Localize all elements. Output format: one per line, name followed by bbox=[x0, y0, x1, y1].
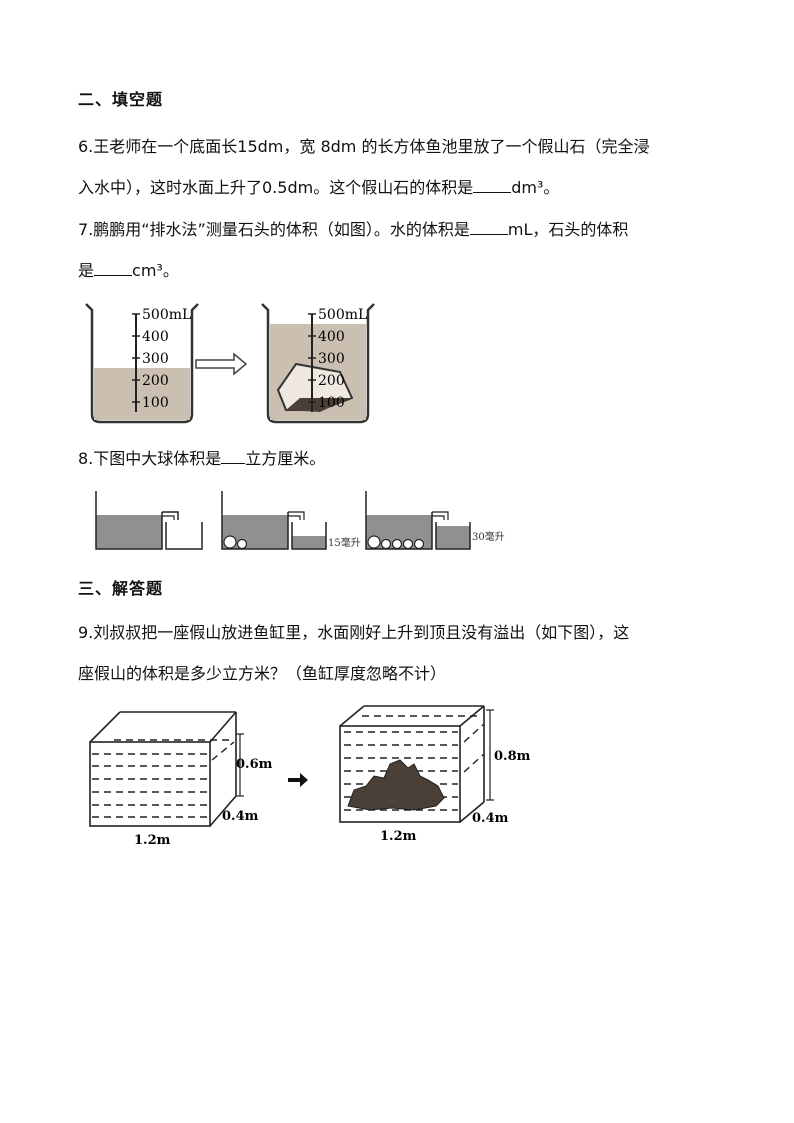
answer-blank-q7-water[interactable] bbox=[469, 220, 508, 235]
tick-label: 400 bbox=[318, 329, 345, 345]
tank1-width-label: 0.4m bbox=[222, 809, 259, 824]
beaker-after: 500mL 400 300 200 100 bbox=[261, 303, 375, 424]
section-two-heading: 二、填空题 bbox=[78, 90, 164, 109]
question-6-line1: 6.王老师在一个底面长15dm，宽 8dm 的长方体鱼池里放了一个假山石（完全浸 bbox=[78, 137, 650, 156]
container-group-3: 30毫升 bbox=[365, 491, 505, 550]
section-three-heading: 三、解答题 bbox=[78, 579, 164, 598]
tick-label: 200 bbox=[318, 373, 345, 389]
tank2-length-label: 1.2m bbox=[380, 829, 417, 844]
container-group-2: 15毫升 bbox=[221, 491, 361, 550]
tank1-length-label: 1.2m bbox=[134, 833, 171, 848]
question-6: 6.王老师在一个底面长15dm，宽 8dm 的长方体鱼池里放了一个假山石（完全浸… bbox=[78, 126, 723, 208]
overflow-containers-figure: 15毫升 30毫升 bbox=[95, 491, 505, 550]
stone-shadow bbox=[286, 398, 350, 412]
answer-blank-q7-stone[interactable] bbox=[94, 261, 133, 276]
tank-after: 0.8m 0.4m 1.2m bbox=[339, 705, 531, 844]
tank-before: 0.6m 0.4m 1.2m bbox=[89, 711, 273, 848]
small-ball bbox=[413, 538, 425, 550]
tank2-height-label: 0.8m bbox=[494, 749, 531, 764]
tick-label: 100 bbox=[142, 395, 169, 411]
water-before bbox=[94, 368, 190, 420]
question-8: 8.下图中大球体积是立方厘米。 bbox=[78, 449, 326, 468]
fish-tank-figure: 0.6m 0.4m 1.2m bbox=[89, 705, 531, 848]
question-9-line2: 座假山的体积是多少立方米？（鱼缸厚度忽略不计） bbox=[78, 664, 447, 683]
arrow-icon bbox=[288, 773, 308, 787]
question-9-line1: 9.刘叔叔把一座假山放进鱼缸里，水面刚好上升到顶且没有溢出（如下图），这 bbox=[78, 623, 630, 642]
small-ball bbox=[380, 538, 392, 550]
question-9: 9.刘叔叔把一座假山放进鱼缸里，水面刚好上升到顶且没有溢出（如下图），这 座假山… bbox=[78, 612, 723, 694]
tick-label: 300 bbox=[142, 351, 169, 367]
label-15ml: 15毫升 bbox=[328, 536, 361, 549]
tick-label: 500mL bbox=[318, 307, 367, 323]
tick-label: 300 bbox=[318, 351, 345, 367]
rockery-icon bbox=[347, 759, 445, 811]
tank2-width-label: 0.4m bbox=[472, 811, 509, 826]
tick-label: 200 bbox=[142, 373, 169, 389]
big-ball bbox=[367, 535, 381, 549]
tick-label: 500mL bbox=[142, 307, 191, 323]
beaker-figure: 500mL 400 300 200 100 500mL 400 300 200 … bbox=[85, 303, 375, 424]
label-30ml: 30毫升 bbox=[472, 530, 505, 543]
answer-blank-q8[interactable] bbox=[221, 449, 246, 464]
big-ball bbox=[223, 535, 237, 549]
tick-label: 400 bbox=[142, 329, 169, 345]
small-ball bbox=[391, 538, 403, 550]
tank1-height-label: 0.6m bbox=[236, 757, 273, 772]
answer-blank-q6[interactable] bbox=[473, 178, 512, 193]
tick-label: 100 bbox=[318, 395, 345, 411]
beaker-before: 500mL 400 300 200 100 bbox=[85, 303, 199, 424]
container-group-1 bbox=[95, 491, 203, 550]
arrow-icon bbox=[195, 352, 248, 376]
small-ball bbox=[236, 538, 248, 550]
small-ball bbox=[402, 538, 414, 550]
